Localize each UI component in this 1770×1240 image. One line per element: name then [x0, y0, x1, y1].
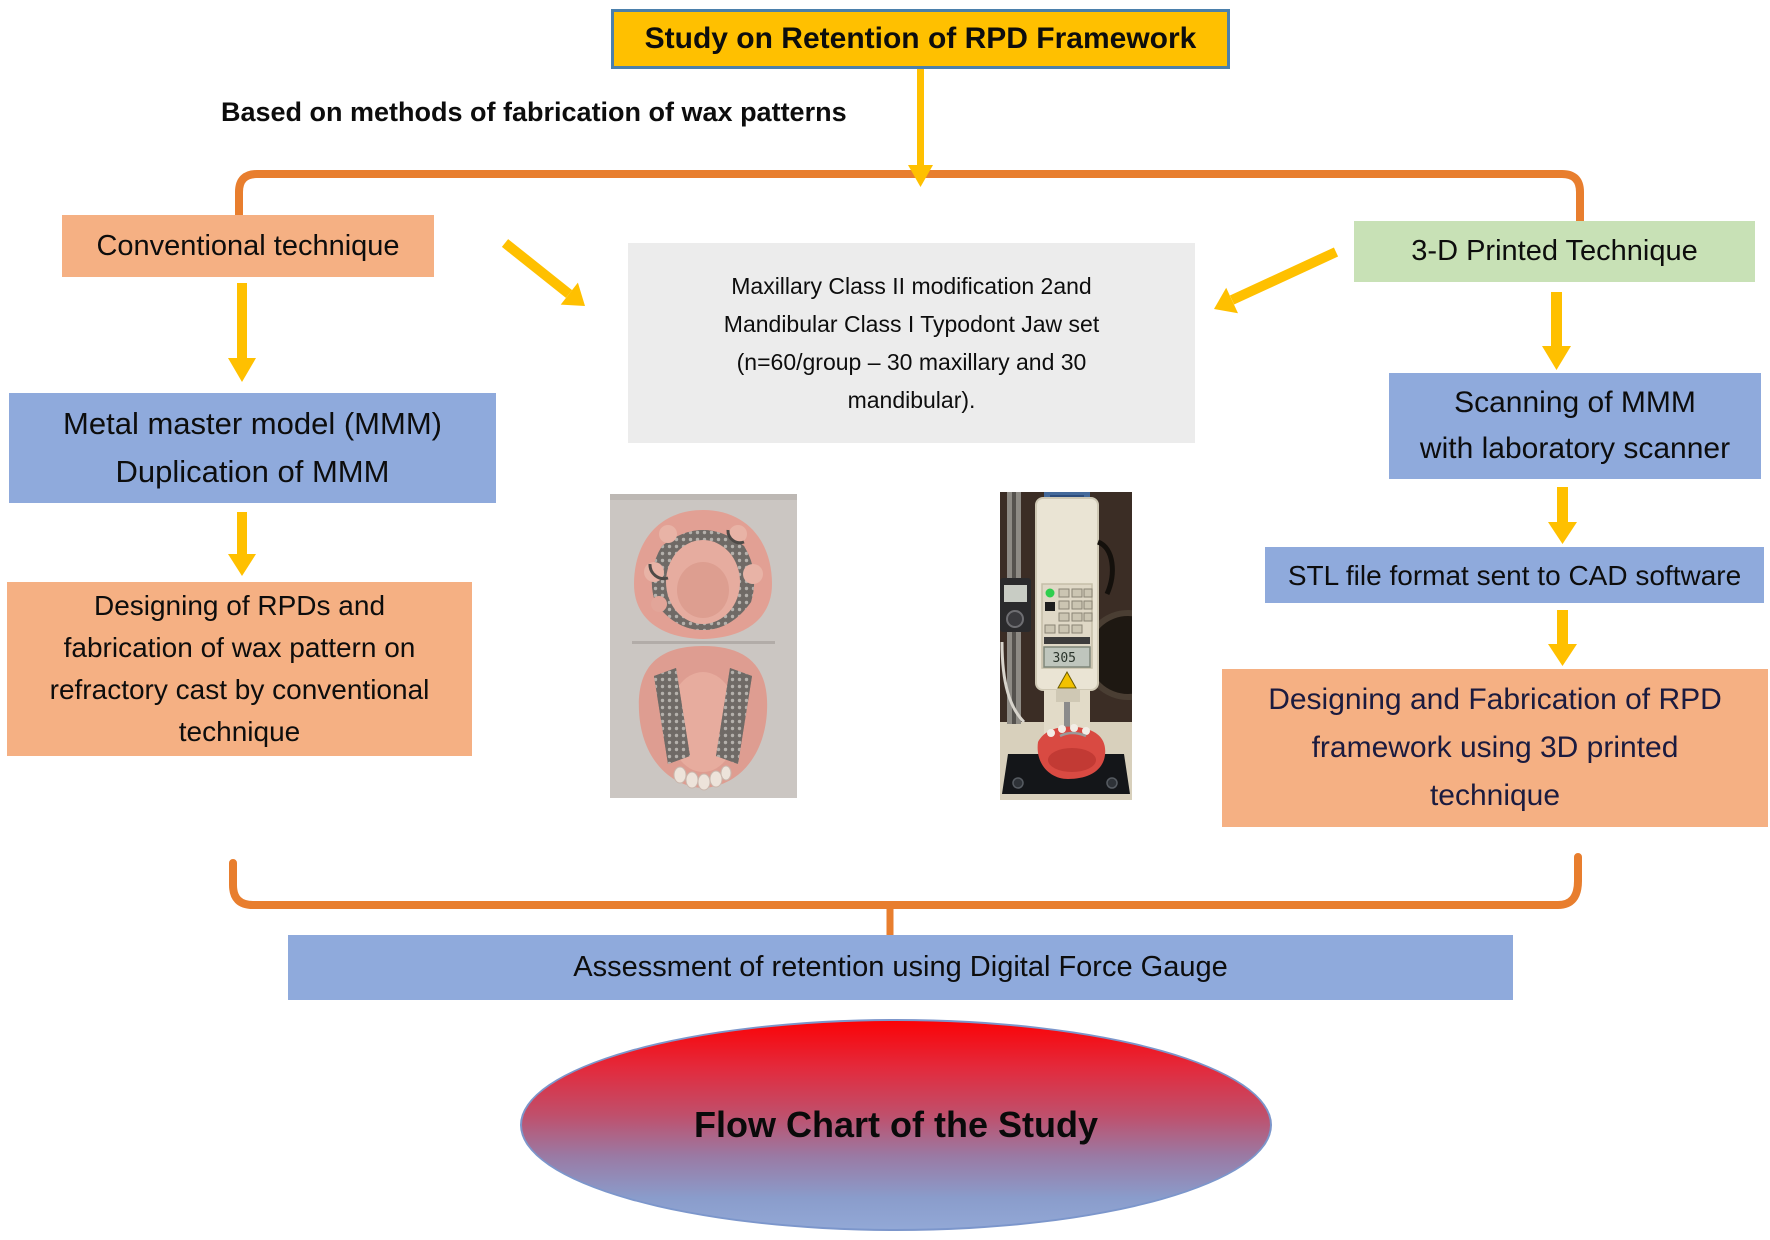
- conventional-technique-label: Conventional technique: [96, 229, 400, 262]
- arrow-down-left-2-icon: [228, 512, 256, 576]
- mmm-line-2: Duplication of MMM: [115, 454, 390, 489]
- subtitle-text: Based on methods of fabrication of wax p…: [221, 97, 847, 127]
- conventional-design-line-4: technique: [178, 716, 301, 747]
- arrow-down-right-2-icon: [1548, 487, 1577, 544]
- arrow-down-right-3-icon: [1548, 610, 1577, 666]
- sample-description-box: Maxillary Class II modification 2and Man…: [628, 243, 1195, 443]
- conventional-design-box: Designing of RPDs and fabrication of wax…: [7, 582, 472, 756]
- printed-design-line-2: framework using 3D printed: [1311, 731, 1679, 764]
- arrow-down-title-icon: [908, 69, 933, 187]
- printed-technique-label: 3-D Printed Technique: [1411, 235, 1698, 268]
- stl-file-label: STL file format sent to CAD software: [1287, 559, 1742, 591]
- typodont-photo: [610, 494, 797, 798]
- sample-line-5: mandibular).: [847, 387, 976, 413]
- force-gauge-reading: 305: [1053, 651, 1076, 666]
- stl-file-box: STL file format sent to CAD software: [1265, 547, 1764, 603]
- sample-line-2: Mandibular Class I Typodont Jaw set: [723, 311, 1100, 337]
- scanning-box: Scanning of MMM with laboratory scanner: [1389, 373, 1761, 479]
- study-title: Study on Retention of RPD Framework: [644, 22, 1197, 56]
- arrow-down-left-1-icon: [228, 283, 256, 382]
- arrow-down-right-1-icon: [1542, 292, 1571, 370]
- assessment-label: Assessment of retention using Digital Fo…: [573, 951, 1228, 984]
- scanning-line-1: Scanning of MMM: [1454, 386, 1696, 419]
- assessment-box: Assessment of retention using Digital Fo…: [288, 935, 1513, 1000]
- printed-design-line-1: Designing and Fabrication of RPD: [1268, 683, 1722, 716]
- study-title-box: Study on Retention of RPD Framework: [611, 9, 1230, 69]
- force-gauge-photo-graphic: 305: [1000, 492, 1132, 800]
- printed-technique-box: 3-D Printed Technique: [1354, 221, 1755, 282]
- force-gauge-photo: 305: [1000, 492, 1132, 800]
- printed-design-box: Designing and Fabrication of RPD framewo…: [1222, 669, 1768, 827]
- printed-design-line-3: technique: [1429, 779, 1561, 812]
- typodont-photo-graphic: [610, 494, 797, 798]
- branch-bracket-icon: [235, 170, 1584, 232]
- conventional-design-line-2: fabrication of wax pattern on: [63, 632, 416, 663]
- metal-master-model-box: Metal master model (MMM) Duplication of …: [9, 393, 496, 503]
- arrow-diagonal-right-icon: [1214, 247, 1339, 314]
- arrow-diagonal-left-icon: [501, 239, 585, 306]
- flowchart-caption-ellipse: Flow Chart of the Study: [520, 1019, 1272, 1231]
- flowchart-caption-label: Flow Chart of the Study: [694, 1104, 1098, 1145]
- sample-line-1: Maxillary Class II modification 2and: [731, 273, 1092, 299]
- scanning-line-2: with laboratory scanner: [1419, 432, 1731, 465]
- mmm-line-1: Metal master model (MMM): [63, 406, 442, 441]
- sample-line-4: (n=60/group – 30 maxillary and 30: [736, 349, 1087, 375]
- merge-bracket-icon: [229, 853, 1582, 951]
- conventional-design-line-1: Designing of RPDs and: [93, 590, 386, 621]
- conventional-design-line-3: refractory cast by conventional: [49, 674, 430, 705]
- conventional-technique-box: Conventional technique: [62, 215, 434, 277]
